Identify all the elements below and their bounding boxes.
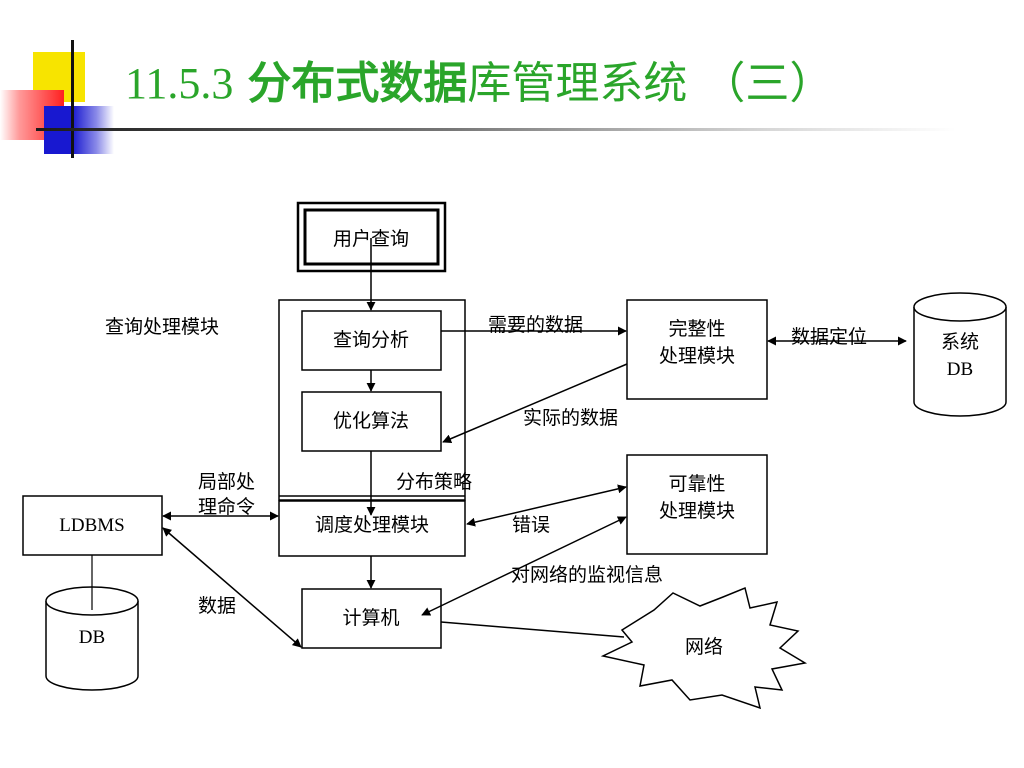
arrow-network-monitor	[421, 516, 627, 616]
network-node: 网络	[600, 586, 808, 710]
system-db-node: 系统 DB	[913, 292, 1007, 417]
title-bold-text: 分布式数据	[247, 58, 468, 109]
integrity-label-line2: 处理模块	[659, 345, 735, 367]
reliability-label-line1: 可靠性	[668, 473, 725, 495]
reliability-label-line2: 处理模块	[659, 500, 735, 522]
optimization-node: 优化算法	[301, 391, 442, 452]
system-db-label-line2: DB	[947, 359, 973, 380]
edge-local-command-line1: 局部处	[198, 471, 255, 493]
system-db-label-line1: 系统	[941, 331, 979, 353]
reliability-node: 可靠性 处理模块	[626, 454, 768, 555]
edge-data-locate-label: 数据定位	[791, 326, 867, 348]
slide-title: 11.5.3 分布式数据库管理系统 （三）	[125, 62, 833, 106]
integrity-node: 完整性 处理模块	[626, 299, 768, 400]
query-module-container: 查询处理模块	[105, 299, 466, 501]
network-label: 网络	[685, 636, 723, 658]
edge-distribution-label: 分布策略	[396, 471, 472, 493]
arrow-data	[162, 527, 302, 648]
title-underline	[36, 128, 956, 131]
computer-node: 计算机	[301, 588, 442, 649]
query-analysis-node: 查询分析	[301, 310, 442, 371]
scheduling-node: 调度处理模块	[278, 500, 466, 557]
edge-data-label: 数据	[198, 595, 236, 617]
edge-needed-data-label: 需要的数据	[488, 314, 583, 336]
optimization-label: 优化算法	[333, 410, 409, 432]
title-decoration-line	[71, 40, 74, 158]
computer-label: 计算机	[342, 607, 399, 629]
query-analysis-label: 查询分析	[333, 329, 409, 351]
ldbms-label: LDBMS	[59, 515, 124, 536]
edge-actual-data-label: 实际的数据	[523, 407, 618, 429]
integrity-label-line1: 完整性	[668, 318, 725, 340]
link-computer-network	[440, 621, 625, 638]
title-rest-text: 库管理系统 （三）	[467, 58, 834, 109]
scheduling-label: 调度处理模块	[315, 514, 429, 536]
arrow-actual-data	[442, 363, 628, 443]
edge-error-label: 错误	[512, 514, 550, 536]
edge-network-monitor-label: 对网络的监视信息	[511, 564, 663, 586]
query-module-label: 查询处理模块	[105, 316, 219, 338]
local-db-label: DB	[79, 627, 105, 648]
ldbms-node: LDBMS	[22, 495, 163, 556]
edge-local-command-line2: 理命令	[198, 496, 255, 518]
title-number: 11.5.3	[125, 59, 234, 108]
